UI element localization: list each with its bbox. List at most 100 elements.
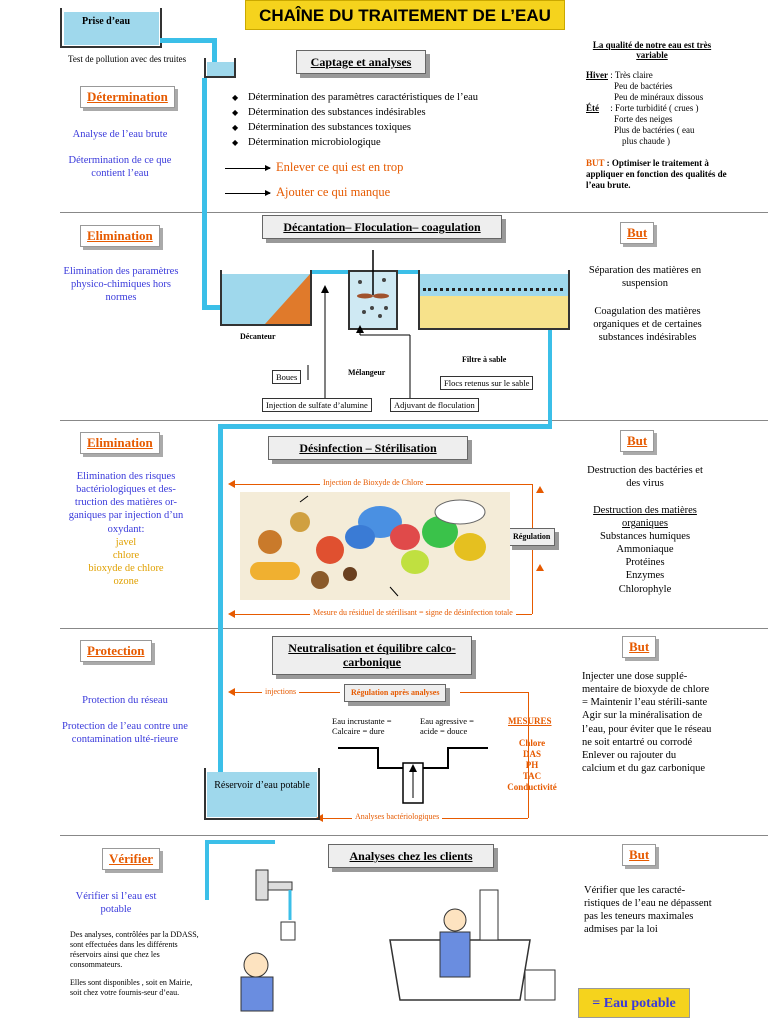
list-item: Détermination microbiologique: [232, 135, 532, 150]
quality-seasons: Hiver : Très claire Peu de bactéries Peu…: [586, 70, 746, 147]
regulation-analyses: Régulation après analyses: [344, 684, 447, 702]
sludge-wedge: [265, 274, 310, 324]
list-item: TAC: [522, 771, 542, 781]
list-item: Détermination des substances indésirable…: [232, 105, 532, 120]
determination-button[interactable]: Détermination: [80, 86, 175, 108]
microbes-illustration: [240, 492, 510, 600]
desinfection-title-text: Désinfection – Stérilisation: [299, 441, 437, 455]
oxidant-item: chlore: [112, 550, 140, 562]
divider: [60, 628, 768, 629]
decantation-title: Décantation– Floculation– coagulation: [262, 215, 502, 240]
loop-line: [460, 692, 528, 693]
loop-line: [528, 692, 529, 818]
but-button-2[interactable]: But: [620, 222, 655, 244]
neutralisation-title: Neutralisation et équilibre calco-carbon…: [272, 636, 472, 675]
loop-line: [532, 484, 533, 614]
determination-desc: Détermination de ce que contient l’eau: [68, 155, 172, 180]
analyses-clients-title-text: Analyses chez les clients: [349, 849, 473, 863]
oxidant-list: javel chlore bioxyde de chlore ozone: [66, 536, 186, 589]
eau-incrustante: Eau incrustante = Calcaire = dure: [332, 716, 392, 736]
intake-label: Prise d’eau: [82, 16, 131, 27]
injections-label: injections: [262, 687, 300, 696]
ete-label: Été: [586, 103, 599, 113]
but-text: : Optimiser le traitement à appliquer en…: [586, 158, 727, 190]
but-label: BUT: [586, 158, 605, 168]
intake-water: [64, 12, 159, 45]
list-item: Substances humiques: [599, 531, 691, 542]
arrow-up-icon: [536, 486, 544, 493]
injection-arrows: [307, 285, 411, 398]
ete-line: plus chaude ): [622, 136, 670, 146]
bath-plumber-illustration: [389, 889, 556, 1001]
faucet-person-illustration: [240, 869, 296, 1012]
list-item: Chlorophyle: [618, 583, 672, 595]
verifier-button[interactable]: Vérifier: [102, 848, 161, 870]
verifier-desc: Vérifier si l’eau est potable: [75, 891, 157, 916]
flocs-label: Flocs retenus sur le sable: [440, 376, 534, 390]
filtre-label: Filtre à sable: [462, 355, 507, 364]
hiver-line: : Très claire: [610, 70, 653, 80]
pollution-test-label: Test de pollution avec des truites: [68, 54, 187, 64]
captage-title: Captage et analyses: [296, 50, 426, 75]
protection-reseau: Protection du réseau: [82, 695, 168, 706]
eau-potable-badge: = Eau potable: [578, 988, 690, 1018]
elimination-button-2[interactable]: Elimination: [80, 432, 160, 454]
intake-tank: [60, 8, 162, 48]
filtre-tank: [418, 270, 570, 330]
pipe: [310, 270, 352, 274]
protection-button[interactable]: Protection: [80, 640, 152, 662]
action-add: Ajouter ce qui manque: [276, 185, 391, 199]
trout-water: [207, 62, 234, 76]
pipe: [212, 38, 217, 62]
list-item: Détermination des substances toxiques: [232, 120, 532, 135]
analyse-eau-brute: Analyse de l’eau brute: [72, 129, 168, 140]
trout-tank: [204, 58, 236, 78]
list-item: PH: [525, 760, 539, 770]
pipe: [218, 424, 223, 784]
but-button-4[interactable]: But: [622, 636, 657, 658]
protection-eau: Protection de l’eau contre une contamina…: [62, 721, 188, 746]
injection-label: Injection de sulfate d’alumine: [262, 398, 372, 412]
pipe: [202, 305, 222, 310]
oxidant-item: bioxyde de chlore: [88, 563, 164, 575]
reservoir-water: [207, 772, 317, 817]
neutralisation-title-text: Neutralisation et équilibre calco-carbon…: [288, 641, 456, 670]
oxidant-item: ozone: [113, 576, 139, 588]
but-button-3[interactable]: But: [620, 430, 655, 452]
but2-text2: Coagulation des matières organiques et d…: [593, 306, 702, 344]
divider: [60, 420, 768, 421]
ete-line: Forte des neiges: [614, 114, 673, 124]
decanteur-label: Décanteur: [240, 332, 276, 341]
mairie-note: Elles sont disponibles , soit en Mairie,…: [70, 978, 193, 997]
boues-label: Boues: [272, 370, 302, 384]
but5-text: Vérifier que les caracté-ristiques de l’…: [584, 885, 712, 936]
filtre-water: [420, 274, 568, 296]
hiver-line: Peu de bactéries: [614, 81, 673, 91]
pipe: [202, 78, 207, 308]
but-button-5[interactable]: But: [622, 844, 657, 866]
flocs-line: [423, 288, 563, 291]
mesures-list: Chlore DAS PH TAC Conductivité: [500, 738, 564, 793]
arrow-left-icon: [228, 610, 235, 618]
list-item: Protéines: [625, 557, 665, 569]
ete-line: Plus de bactéries ( eau: [614, 125, 695, 135]
elimination-button-1[interactable]: Elimination: [80, 225, 160, 247]
hiver-line: Peu de minéraux dissous: [614, 92, 704, 102]
elimination-desc-2: Elimination des risques bactériologiques…: [68, 471, 184, 535]
arrow-right-icon: [225, 190, 271, 196]
analyses-bact: Analyses bactériologiques: [352, 812, 443, 821]
but3-list: Substances humiques Ammoniaque Protéines…: [580, 530, 710, 596]
arrow-right-icon: [225, 165, 271, 171]
list-item: Détermination des paramètres caractérist…: [232, 90, 532, 105]
regulation-badge: Régulation: [508, 528, 556, 546]
adjuvant-label: Adjuvant de floculation: [390, 398, 479, 412]
divider: [60, 835, 768, 836]
mesures-label: MESURES: [508, 716, 552, 726]
divider: [60, 212, 768, 213]
balance-diagram: [338, 747, 488, 804]
quality-heading: La qualité de notre eau est très variabl…: [592, 40, 712, 60]
oxidant-item: javel: [115, 537, 137, 548]
eau-agressive: Eau agressive = acide = douce: [420, 716, 474, 736]
list-item: Ammoniaque: [616, 544, 674, 556]
but4-text: Injecter une dose supplé-mentaire de bio…: [582, 671, 712, 774]
